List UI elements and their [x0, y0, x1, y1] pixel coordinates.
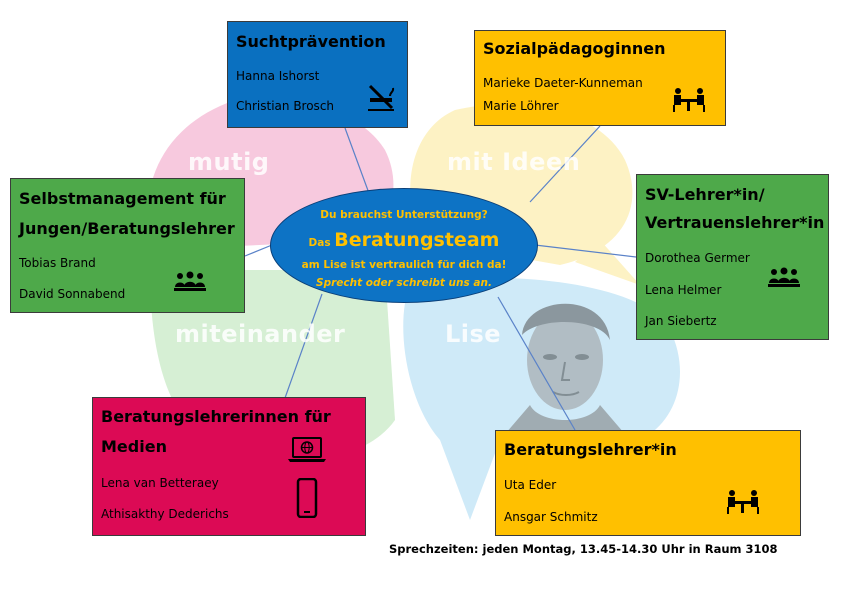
card-selbstmanagement: Selbstmanagement für Jungen/Beratungsleh…: [10, 178, 245, 313]
member-name: Athisakthy Dederichs: [101, 507, 229, 521]
member-name: Marie Löhrer: [483, 99, 559, 113]
member-name: Christian Brosch: [236, 99, 335, 113]
member-name: Jan Siebertz: [645, 314, 717, 328]
center-ellipse-beratungsteam: Du brauchst Unterstützung? Das Beratungs…: [270, 188, 538, 303]
card-title-line2: Jungen/Beratungslehrer: [19, 219, 235, 238]
center-text: am Lise ist vertraulich für dich da!: [301, 259, 507, 271]
word-lise: Lise: [445, 320, 502, 348]
center-question: Du brauchst Unterstützung?: [320, 209, 488, 221]
center-heading-prefix: Das: [308, 237, 331, 249]
smartphone-icon: [296, 478, 318, 518]
member-name: Ansgar Schmitz: [504, 510, 598, 524]
member-name: Uta Eder: [504, 478, 557, 492]
card-sozialpaedagoginnen: Sozialpädagoginnen Marieke Daeter-Kunnem…: [474, 30, 726, 126]
center-heading: Das Beratungsteam: [271, 229, 537, 251]
meeting-table-icon: [727, 490, 759, 514]
member-name: Dorothea Germer: [645, 251, 750, 265]
word-miteinander: miteinander: [175, 320, 346, 348]
card-title-line2: Vertrauenslehrer*in: [645, 213, 825, 232]
card-suchtpraevention: Suchtprävention Hanna Ishorst Christian …: [227, 21, 408, 128]
member-name: David Sonnabend: [19, 287, 126, 301]
group-icon: [768, 267, 800, 287]
group-icon: [174, 271, 206, 291]
card-sv-lehrer: SV-Lehrer*in/ Vertrauenslehrer*in Doroth…: [636, 174, 829, 340]
card-title: Sozialpädagoginnen: [483, 39, 666, 58]
card-title: Beratungslehrer*in: [504, 440, 677, 459]
member-name: Marieke Daeter-Kunneman: [483, 76, 643, 90]
word-mit-ideen: mit Ideen: [447, 148, 581, 176]
card-title-line2: Medien: [101, 437, 167, 456]
member-name: Tobias Brand: [19, 256, 96, 270]
card-medien: Beratungslehrerinnen für Medien Lena van…: [92, 397, 366, 536]
laptop-globe-icon: [288, 437, 326, 462]
office-hours: Sprechzeiten: jeden Montag, 13.45-14.30 …: [389, 542, 778, 556]
member-name: Hanna Ishorst: [236, 69, 320, 83]
center-call-to-action: Sprecht oder schreibt uns an.: [316, 277, 492, 289]
card-title-line1: SV-Lehrer*in/: [645, 185, 765, 204]
card-beratungslehrer: Beratungslehrer*in Uta Eder Ansgar Schmi…: [495, 430, 801, 536]
connector-lines: [244, 125, 637, 431]
meeting-table-icon: [673, 88, 705, 112]
member-name: Lena van Betteraey: [101, 476, 219, 490]
card-title: Suchtprävention: [236, 32, 386, 51]
member-name: Lena Helmer: [645, 283, 722, 297]
no-smoking-icon: [368, 84, 395, 111]
center-heading-big: Beratungsteam: [334, 229, 500, 251]
word-mutig: mutig: [188, 148, 270, 176]
card-title-line1: Selbstmanagement für: [19, 189, 226, 208]
card-title-line1: Beratungslehrerinnen für: [101, 407, 331, 426]
